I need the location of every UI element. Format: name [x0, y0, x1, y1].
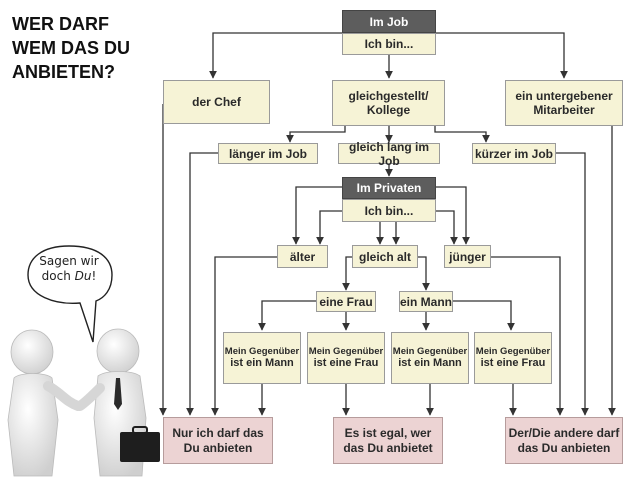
result-only-me-line1: Nur ich darf das [172, 425, 264, 440]
node-counterpart-woman-2: Mein Gegenüber ist eine Frau [474, 332, 552, 384]
title-line-3: ANBIETEN? [12, 62, 115, 82]
node-equal-rank-line2: Kollege [366, 103, 411, 117]
counterpart-woman-1-line2: ist eine Frau [313, 357, 379, 369]
counterpart-woman-1-line1: Mein Gegenüber [308, 346, 384, 357]
node-shorter-in-job: kürzer im Job [472, 143, 556, 164]
result-does-not-matter: Es ist egal, wer das Du anbietet [333, 417, 443, 464]
briefcase-icon [120, 426, 160, 462]
node-counterpart-woman-1: Mein Gegenüber ist eine Frau [307, 332, 385, 384]
node-same-length-in-job: gleich lang im Job [338, 140, 440, 168]
title-line-1: WER DARF [12, 14, 109, 34]
result-only-me: Nur ich darf das Du anbieten [163, 417, 273, 464]
node-subordinate-line2: Mitarbeiter [533, 103, 595, 117]
node-younger: jünger [444, 245, 491, 268]
job-header: Im Job [342, 10, 436, 33]
result-only-me-line2: Du anbieten [183, 440, 253, 455]
private-prompt: Ich bin... [342, 199, 436, 222]
speech-bubble-text: Sagen wir doch Du! [33, 254, 105, 284]
title-line-2: WEM DAS DU [12, 38, 130, 58]
result-other-person-line2: das Du anbieten [517, 440, 611, 455]
node-same-age: gleich alt [352, 245, 418, 268]
node-subordinate: ein untergebener Mitarbeiter [505, 80, 623, 126]
slide-title: WER DARF WEM DAS DU ANBIETEN? [12, 12, 162, 84]
result-other-person: Der/Die andere darf das Du anbieten [505, 417, 623, 464]
result-other-person-line1: Der/Die andere darf [508, 425, 620, 440]
node-subordinate-line1: ein untergebener [515, 89, 613, 103]
speech-bubble-line2: doch Du! [41, 269, 97, 283]
node-a-man: ein Mann [399, 291, 453, 312]
counterpart-woman-2-line1: Mein Gegenüber [475, 346, 551, 357]
node-equal-rank-line1: gleichgestellt/ [348, 89, 429, 103]
result-does-not-matter-line1: Es ist egal, wer [344, 425, 432, 440]
result-does-not-matter-line2: das Du anbietet [343, 440, 433, 455]
private-header: Im Privaten [342, 177, 436, 199]
counterpart-man-1-line2: ist ein Mann [230, 357, 294, 369]
node-older: älter [277, 245, 328, 268]
node-equal-rank: gleichgestellt/ Kollege [332, 80, 445, 126]
necktie-icon [114, 378, 122, 410]
speech-bubble-line1: Sagen wir [39, 254, 99, 268]
node-counterpart-man-1: Mein Gegenüber ist ein Mann [223, 332, 301, 384]
node-longer-in-job: länger im Job [218, 143, 318, 164]
speech-bubble-emphasis: Du [74, 269, 92, 283]
counterpart-man-1-line1: Mein Gegenüber [224, 346, 300, 357]
counterpart-man-2-line1: Mein Gegenüber [392, 346, 468, 357]
node-a-woman: eine Frau [316, 291, 376, 312]
left-figure [7, 329, 83, 477]
node-chef: der Chef [163, 80, 270, 124]
job-prompt: Ich bin... [342, 33, 436, 55]
counterpart-man-2-line2: ist ein Mann [398, 357, 462, 369]
counterpart-woman-2-line2: ist eine Frau [480, 357, 546, 369]
handshake-illustration [7, 328, 160, 477]
node-counterpart-man-2: Mein Gegenüber ist ein Mann [391, 332, 469, 384]
